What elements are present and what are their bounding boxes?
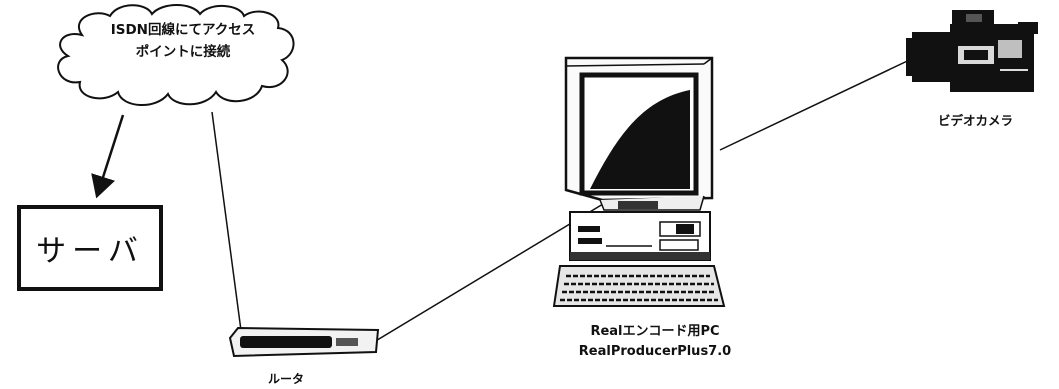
- camera-label: ビデオカメラ: [938, 113, 1014, 128]
- pc-label-line2: RealProducerPlus7.0: [578, 344, 732, 359]
- router-to-pc-line: [373, 203, 604, 343]
- server-label: サーバ: [36, 234, 144, 269]
- cloud-to-server-arrow: [91, 114, 125, 199]
- video-camera-icon: [906, 10, 1038, 92]
- pc-label-line1: Realエンコード用PC: [590, 324, 720, 339]
- router-label: ルータ: [268, 372, 305, 386]
- pc-to-camera-line: [719, 54, 921, 151]
- isdn-cloud-icon: [57, 4, 295, 107]
- server-box: サーバ: [17, 205, 163, 291]
- cloud-label: ISDN回線にてアクセス ポイントに接続: [58, 19, 308, 63]
- cloud-to-router-line: [211, 111, 243, 339]
- cloud-label-line2: ポイントに接続: [135, 44, 231, 60]
- router-icon: [228, 326, 380, 358]
- cloud-label-line1: ISDN回線にてアクセス: [110, 22, 256, 38]
- pc-label: Realエンコード用PC RealProducerPlus7.0: [560, 322, 750, 362]
- encoder-pc-icon: [552, 56, 726, 307]
